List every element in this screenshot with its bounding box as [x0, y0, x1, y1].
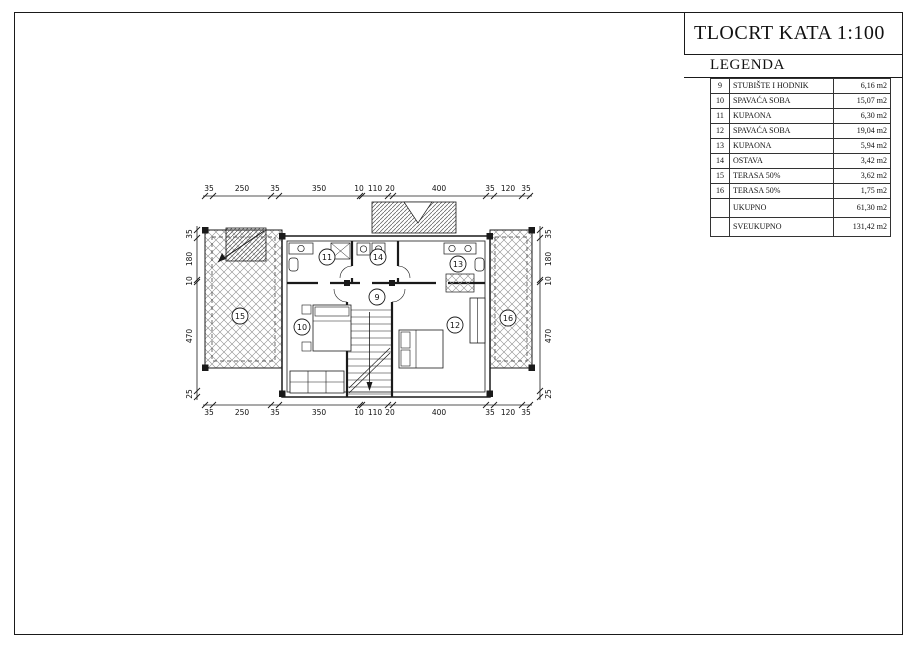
dim-label: 25: [185, 389, 194, 399]
room-marker-14: 14: [369, 248, 387, 266]
room-marker-label: 14: [373, 253, 383, 262]
room-marker-label: 16: [503, 314, 513, 323]
dim-label: 350: [312, 184, 327, 193]
dim-label: 110: [368, 408, 383, 417]
dim-label: 35: [270, 408, 280, 417]
room-marker-label: 10: [297, 323, 307, 332]
dim-label: 10: [354, 408, 364, 417]
dim-label: 25: [544, 389, 553, 399]
door-swings: [333, 265, 411, 303]
room-marker-label: 9: [374, 293, 379, 302]
dim-label: 110: [368, 184, 383, 193]
page-border: [14, 12, 903, 635]
total-area: 131,42 m2: [832, 217, 892, 237]
dim-label: 250: [235, 184, 250, 193]
dim-label: 35: [204, 184, 214, 193]
dim-label: 470: [544, 329, 553, 344]
dimension-left-labels: 35 180 10 470 25: [185, 229, 194, 399]
dim-label: 35: [521, 184, 531, 193]
dim-label: 35: [270, 184, 280, 193]
wardrobe-room-12: [469, 297, 486, 344]
room-marker-label: 13: [453, 260, 463, 269]
room-marker-15: 15: [231, 307, 249, 325]
staircase: [348, 309, 391, 395]
dim-label: 35: [544, 229, 553, 239]
terrace-16: [489, 229, 533, 369]
room-marker-9: 9: [368, 288, 386, 306]
dimension-left: [193, 226, 201, 401]
dim-label: 35: [521, 408, 531, 417]
dimension-right-labels: 35 180 10 470 25: [544, 229, 553, 399]
stair-direction-arrow-icon: [366, 382, 373, 391]
dim-label: 120: [501, 184, 516, 193]
bed-room-12: [398, 329, 444, 369]
wall-piers: [202, 227, 535, 397]
dim-label: 35: [485, 408, 495, 417]
bathroom-11-fixtures: [288, 242, 351, 272]
dim-label: 470: [185, 329, 194, 344]
dim-label: 120: [501, 408, 516, 417]
room-marker-label: 12: [450, 321, 460, 330]
dim-label: 10: [544, 276, 553, 286]
dimension-bottom-labels: 35 250 35 350 10 110 20 400 35 120 35: [204, 408, 531, 417]
wardrobe-room-10: [289, 370, 345, 394]
bathroom-13-fixtures: [443, 242, 485, 293]
dimension-top-labels: 35 250 35 350 10 110 20 400 35 120 35: [204, 184, 531, 193]
legend-title: LEGENDA: [684, 55, 903, 78]
dim-label: 250: [235, 408, 250, 417]
empty-cell: [709, 217, 731, 237]
room-marker-10: 10: [293, 318, 311, 336]
dimension-right: [536, 226, 544, 401]
title-block: TLOCRT KATA 1:100: [684, 12, 903, 55]
dim-label: 400: [432, 184, 447, 193]
dimension-top: [201, 192, 534, 200]
dim-label: 180: [185, 252, 194, 267]
page-title: TLOCRT KATA 1:100: [694, 21, 885, 44]
room-marker-13: 13: [449, 255, 467, 273]
dimension-bottom: [201, 401, 534, 409]
dim-label: 350: [312, 408, 327, 417]
room-marker-11: 11: [318, 248, 336, 266]
dim-label: 400: [432, 408, 447, 417]
room-marker-16: 16: [499, 309, 517, 327]
room-marker-12: 12: [446, 316, 464, 334]
bed-room-10: [301, 304, 352, 352]
roof-hatch-center: [371, 201, 457, 234]
dim-label: 10: [354, 184, 364, 193]
slope-arrow-icon: [218, 253, 226, 262]
roof-hatch-left: [217, 227, 267, 263]
dim-label: 180: [544, 252, 553, 267]
dim-label: 20: [385, 408, 395, 417]
dim-label: 35: [185, 229, 194, 239]
dim-label: 35: [204, 408, 214, 417]
room-marker-label: 15: [235, 312, 245, 321]
dim-label: 35: [485, 184, 495, 193]
dim-label: 20: [385, 184, 395, 193]
room-marker-label: 11: [322, 253, 332, 262]
dim-label: 10: [185, 276, 194, 286]
